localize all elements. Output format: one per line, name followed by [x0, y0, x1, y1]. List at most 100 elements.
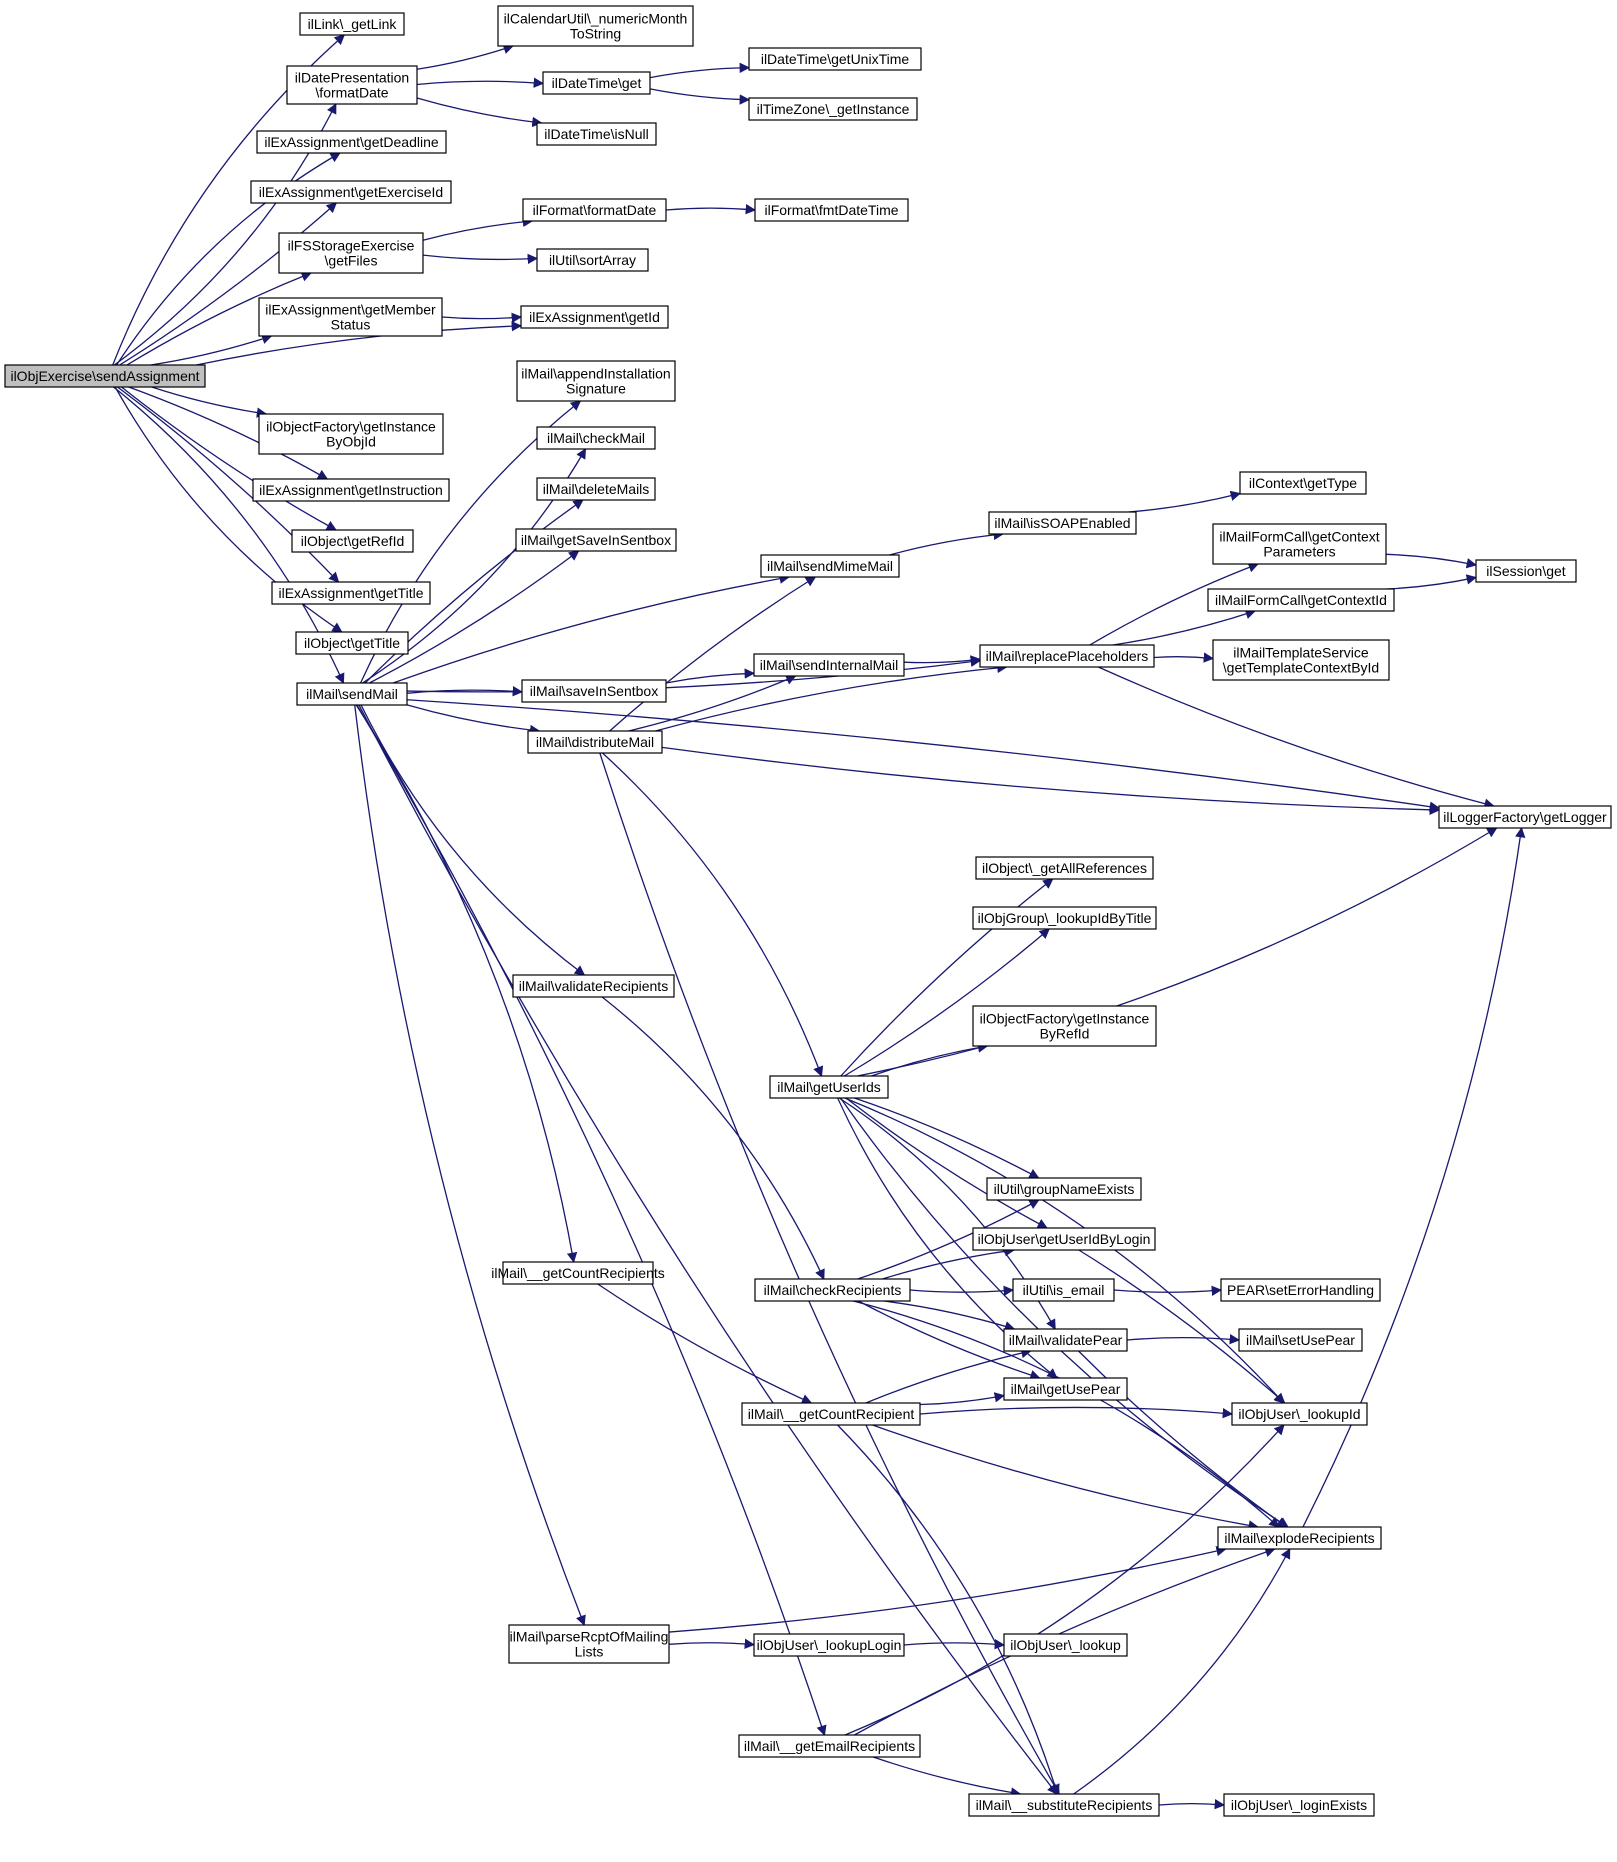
node-box [542, 71, 651, 95]
node-label: ilDateTime\get [552, 75, 642, 91]
node-tpl_ctx[interactable]: ilMailTemplateService\getTemplateContext… [1212, 639, 1390, 681]
node-label: ByRefId [1040, 1026, 1090, 1042]
edge-mail_send-to-mail_savesent [369, 550, 580, 684]
node-pear_err[interactable]: PEAR\setErrorHandling [1220, 1278, 1381, 1302]
node-mail_explode[interactable]: ilMail\explodeRecipients [1217, 1526, 1382, 1550]
node-context_type[interactable]: ilContext\getType [1239, 471, 1367, 495]
edge-datepres_format-to-calutil_month [416, 44, 514, 70]
node-format_fmt[interactable]: ilFormat\fmtDateTime [754, 198, 909, 222]
node-datepres_format[interactable]: ilDatePresentation\formatDate [286, 65, 418, 105]
node-obj_refid[interactable]: ilObject\getRefId [291, 529, 414, 553]
node-box [497, 5, 694, 47]
edge-mail_internal-to-mail_replace [903, 655, 982, 666]
edge-mail_send-to-mail_countrcpts [355, 704, 578, 1264]
node-mail_save[interactable]: ilMail\saveInSentbox [521, 679, 667, 703]
node-mail_delete[interactable]: ilMail\deleteMails [536, 477, 656, 501]
edge-mail_distribute-to-mail_internal [628, 674, 797, 732]
node-box [291, 529, 414, 553]
node-util_group[interactable]: ilUtil\groupNameExists [986, 1177, 1142, 1201]
node-mail_savesent[interactable]: ilMail\getSaveInSentbox [515, 528, 677, 552]
node-objuser_lookupid[interactable]: ilObjUser\_lookupId [1231, 1402, 1368, 1426]
node-mail_internal[interactable]: ilMail\sendInternalMail [753, 653, 905, 677]
node-obj_title[interactable]: ilObject\getTitle [295, 631, 409, 655]
node-mail_soap[interactable]: ilMail\isSOAPEnabled [988, 511, 1137, 535]
node-mail_countrcpts[interactable]: ilMail\__getCountRecipients [491, 1261, 665, 1285]
edge-mail_distribute-to-mail_mime [609, 576, 817, 732]
node-label: ilObjectFactory\getInstance [980, 1011, 1150, 1027]
node-timezone_inst[interactable]: ilTimeZone\_getInstance [748, 97, 918, 121]
node-label: ilTimeZone\_getInstance [757, 101, 910, 117]
node-exa_title[interactable]: ilExAssignment\getTitle [271, 581, 431, 605]
node-box [508, 1624, 670, 1664]
node-mail_distribute[interactable]: ilMail\distributeMail [527, 730, 663, 754]
node-link_getlink[interactable]: ilLink\_getLink [299, 12, 405, 36]
node-label: ilObjUser\_lookupId [1238, 1406, 1360, 1422]
node-datetime_isnull[interactable]: ilDateTime\isNull [536, 122, 657, 146]
node-exa_deadline[interactable]: ilExAssignment\getDeadline [256, 130, 447, 154]
node-box [988, 511, 1137, 535]
node-label: ilMail\__substituteRecipients [976, 1797, 1153, 1813]
node-mail_setpear[interactable]: ilMail\setUsePear [1238, 1328, 1363, 1352]
edge-mail_replace-to-formcall_params [1089, 562, 1259, 646]
node-format_date[interactable]: ilFormat\formatDate [522, 198, 667, 222]
edge-format_date-to-format_fmt [665, 204, 757, 215]
node-mail_check[interactable]: ilMail\checkMail [536, 426, 656, 450]
edge-mail_send-to-mail_emailrcpts [356, 704, 827, 1736]
node-obj_allrefs[interactable]: ilObject\_getAllReferences [975, 856, 1154, 880]
node-label: ilSession\get [1486, 563, 1565, 579]
node-mail_subst[interactable]: ilMail\__substituteRecipients [968, 1793, 1160, 1817]
node-datetime_get[interactable]: ilDateTime\get [542, 71, 651, 95]
node-mail_countrcpt[interactable]: ilMail\__getCountRecipient [741, 1402, 921, 1426]
node-box [520, 305, 669, 329]
node-box [741, 1402, 921, 1426]
edge-datepres_format-to-datetime_isnull [416, 97, 543, 128]
node-box [252, 478, 450, 502]
node-datetime_unix[interactable]: ilDateTime\getUnixTime [748, 47, 922, 71]
node-mail_emailrcpts[interactable]: ilMail\__getEmailRecipients [738, 1734, 921, 1758]
node-exa_getid[interactable]: ilExAssignment\getId [520, 305, 669, 329]
node-util_sort[interactable]: ilUtil\sortArray [536, 248, 649, 272]
edge-mail_send-to-mail_distribute [406, 704, 541, 736]
node-root[interactable]: ilObjExercise\sendAssignment [4, 364, 206, 388]
node-session_get[interactable]: ilSession\get [1475, 559, 1577, 583]
node-label: ilMail\__getEmailRecipients [744, 1738, 915, 1754]
node-objgroup_lookup[interactable]: ilObjGroup\_lookupIdByTitle [972, 906, 1157, 930]
node-mail_getpear[interactable]: ilMail\getUsePear [1003, 1377, 1128, 1401]
node-objuser_loginexists[interactable]: ilObjUser\_loginExists [1223, 1793, 1375, 1817]
node-exa_exerciseid[interactable]: ilExAssignment\getExerciseId [250, 180, 452, 204]
node-objuser_lookuplogin[interactable]: ilObjUser\_lookupLogin [753, 1633, 905, 1657]
edge-datetime_get-to-timezone_inst [649, 88, 751, 105]
node-fs_getfiles[interactable]: ilFSStorageExercise\getFiles [278, 232, 424, 274]
edge-mail_userids-to-objuser_lookupid [844, 1097, 1285, 1404]
node-mail_mime[interactable]: ilMail\sendMimeMail [760, 554, 900, 578]
node-util_isemail[interactable]: ilUtil\is_email [1012, 1278, 1115, 1302]
node-label: ilLink\_getLink [308, 16, 398, 32]
node-mail_valpear[interactable]: ilMail\validatePear [1003, 1328, 1128, 1352]
node-exa_instruction[interactable]: ilExAssignment\getInstruction [252, 478, 450, 502]
node-label: ilObjGroup\_lookupIdByTitle [978, 910, 1152, 926]
node-box [4, 364, 206, 388]
node-logger_get[interactable]: ilLoggerFactory\getLogger [1438, 805, 1612, 829]
node-objuser_lookup[interactable]: ilObjUser\_lookup [1003, 1633, 1128, 1657]
node-label: ilUtil\groupNameExists [994, 1181, 1135, 1197]
edge-mail_send-to-mail_delete [364, 499, 584, 684]
node-label: ilObjectFactory\getInstance [266, 419, 436, 435]
node-mail_replace[interactable]: ilMail\replacePlaceholders [979, 644, 1155, 668]
node-objuser_bylogin[interactable]: ilObjUser\getUserIdByLogin [972, 1227, 1156, 1251]
node-mail_checkrcpts[interactable]: ilMail\checkRecipients [754, 1278, 911, 1302]
node-mail_validate[interactable]: ilMail\validateRecipients [512, 974, 675, 998]
node-label: ilExAssignment\getTitle [279, 585, 424, 601]
node-mail_send[interactable]: ilMail\sendMail [296, 682, 408, 706]
node-box [972, 1227, 1156, 1251]
node-box [1212, 639, 1390, 681]
node-formcall_ctxid[interactable]: ilMailFormCall\getContextId [1207, 588, 1395, 612]
node-mail_userids[interactable]: ilMail\getUserIds [769, 1075, 889, 1099]
